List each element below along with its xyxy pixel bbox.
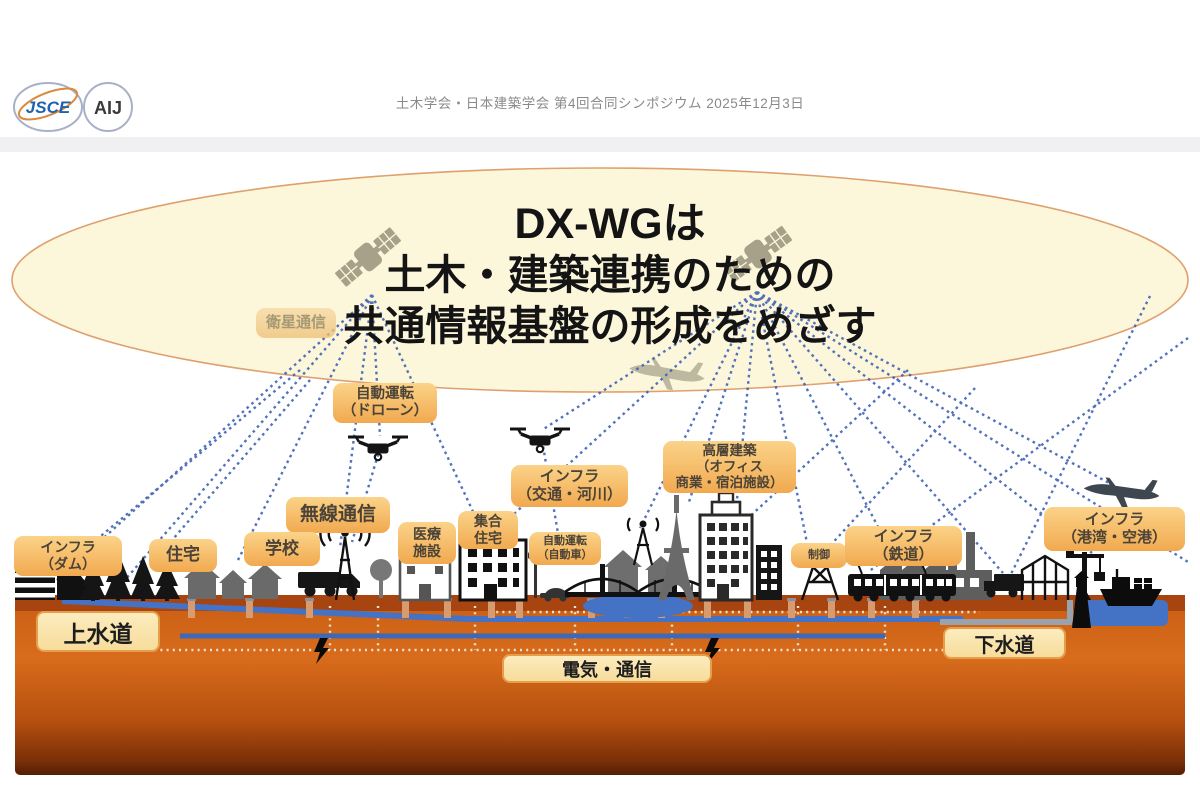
label-electric-comm: 電気・通信 (502, 654, 712, 683)
highrise-buildings (698, 491, 782, 602)
city-skyline (15, 491, 1162, 628)
label-sewerage: 下水道 (943, 627, 1066, 659)
tower (658, 495, 695, 600)
label-housing: 住宅 (149, 539, 217, 572)
label-wireless: 無線通信 (286, 497, 390, 533)
river (583, 594, 693, 618)
label-infra-rail: インフラ （鉄道） (845, 526, 962, 566)
label-infra-traffic-river: インフラ （交通・河川） (511, 465, 628, 507)
label-drone-auto: 自動運転 （ドローン） (333, 383, 437, 423)
truck-port (984, 574, 1024, 598)
title-line-1: DX-WGは (514, 200, 706, 248)
label-medical: 医療 施設 (398, 522, 456, 564)
symposium-title: 土木学会・日本建築学会 第4回合同シンポジウム 2025年12月3日 (395, 96, 805, 111)
label-auto-car: 自動運転 （自動車） (529, 532, 601, 565)
divider-bar (0, 137, 1200, 152)
aij-text: AIJ (94, 98, 122, 118)
truck-left (298, 572, 360, 597)
label-satellite-comm: 衛星通信 (256, 308, 336, 338)
antenna-tower (626, 517, 660, 566)
train (848, 563, 956, 602)
apartment-building (458, 538, 528, 602)
warehouse (1020, 554, 1070, 600)
goal-title: DX-WGは 土木・建築連携のための 共通情報基盤の形成をめざす (120, 198, 1100, 352)
sea (1085, 600, 1168, 626)
label-apartment: 集合 住宅 (458, 511, 518, 549)
underground (15, 594, 1185, 775)
label-highrise: 高層建築 （オフィス 商業・宿泊施設） (663, 441, 796, 493)
label-infra-port-airport: インフラ （港湾・空港） (1044, 507, 1185, 551)
drone-icon-right (508, 427, 572, 454)
aij-logo: AIJ (83, 82, 133, 132)
ship (1100, 569, 1162, 606)
jsce-logo: JSCE (13, 82, 83, 132)
lighthouse (1072, 571, 1091, 628)
title-line-3: 共通情報基盤の形成をめざす (343, 303, 877, 349)
label-infra-dam: インフラ （ダム） (14, 536, 122, 576)
label-school: 学校 (244, 532, 320, 566)
jsce-text: JSCE (26, 98, 71, 117)
label-water-supply: 上水道 (36, 611, 160, 652)
houses-left (184, 562, 282, 599)
label-control: 制御 (791, 543, 847, 568)
title-line-2: 土木・建築連携のための (384, 252, 836, 298)
logo-group: JSCE AIJ (10, 80, 140, 136)
